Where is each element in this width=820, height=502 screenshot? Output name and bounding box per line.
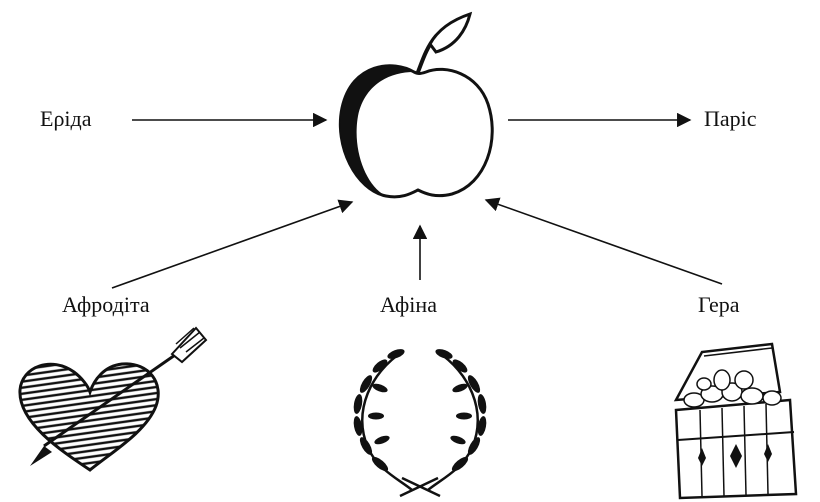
laurel-wreath-icon: [353, 349, 487, 498]
heart-with-arrow-icon: [18, 326, 208, 472]
node-paris: Паріс: [704, 106, 757, 131]
node-erida: Ερіда: [40, 106, 92, 131]
node-aphrodite: Афродіта: [62, 292, 150, 317]
node-athena: Афіна: [380, 292, 437, 317]
treasure-chest-icon: [673, 342, 798, 500]
arrow-hera-to-apple: [484, 197, 723, 285]
node-hera: Гера: [698, 292, 740, 317]
apple-icon: [338, 11, 494, 199]
arrow-aphrodite-to-apple: [111, 199, 354, 289]
